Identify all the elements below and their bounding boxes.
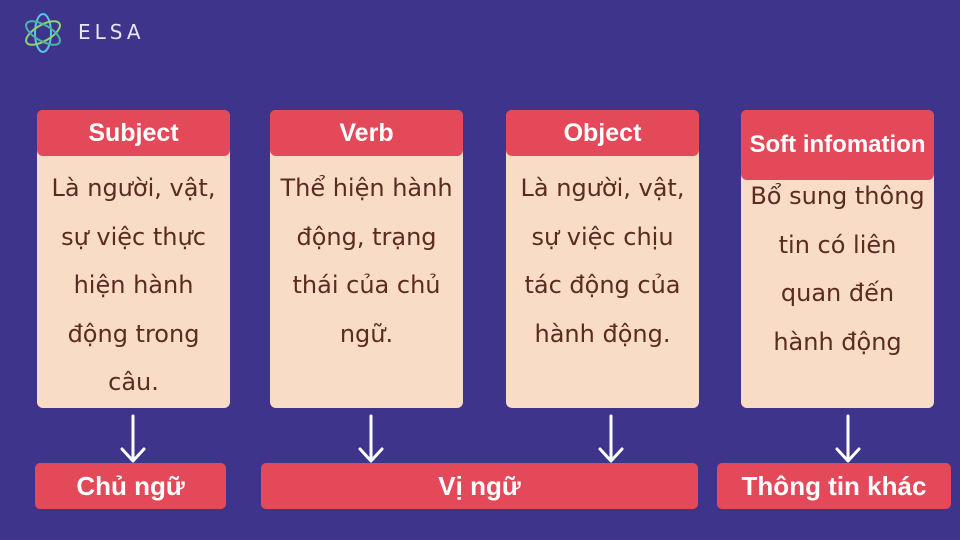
brand-name: ELSA	[78, 20, 145, 44]
subject-label-box: Chủ ngữ	[35, 463, 226, 509]
object-card-title: Object	[506, 110, 699, 156]
object-card-body: Là người, vật, sự việc chịu tác động của…	[520, 174, 685, 348]
elsa-logo: ELSA	[20, 10, 160, 56]
arrow-down-icon	[598, 414, 624, 463]
verb-card-body: Thể hiện hành động, trạng thái của chủ n…	[280, 174, 453, 348]
soft-information-card: Soft infomation Bổ sung thông tin có liê…	[741, 110, 934, 408]
elsa-logo-icon	[25, 13, 61, 53]
soft-information-card-title: Soft infomation	[741, 110, 934, 180]
predicate-label-box: Vị ngữ	[261, 463, 698, 509]
arrow-down-icon	[120, 414, 146, 463]
subject-card: Subject Là người, vật, sự việc thực hiện…	[37, 110, 230, 408]
soft-information-card-body: Bổ sung thông tin có liên quan đến hành …	[750, 182, 925, 356]
arrow-down-icon	[835, 414, 861, 463]
arrow-down-icon	[358, 414, 384, 463]
verb-card-title: Verb	[270, 110, 463, 156]
subject-card-title: Subject	[37, 110, 230, 156]
subject-card-body: Là người, vật, sự việc thực hiện hành độ…	[51, 174, 216, 396]
other-information-label-box: Thông tin khác	[717, 463, 951, 509]
object-card: Object Là người, vật, sự việc chịu tác đ…	[506, 110, 699, 408]
verb-card: Verb Thể hiện hành động, trạng thái của …	[270, 110, 463, 408]
